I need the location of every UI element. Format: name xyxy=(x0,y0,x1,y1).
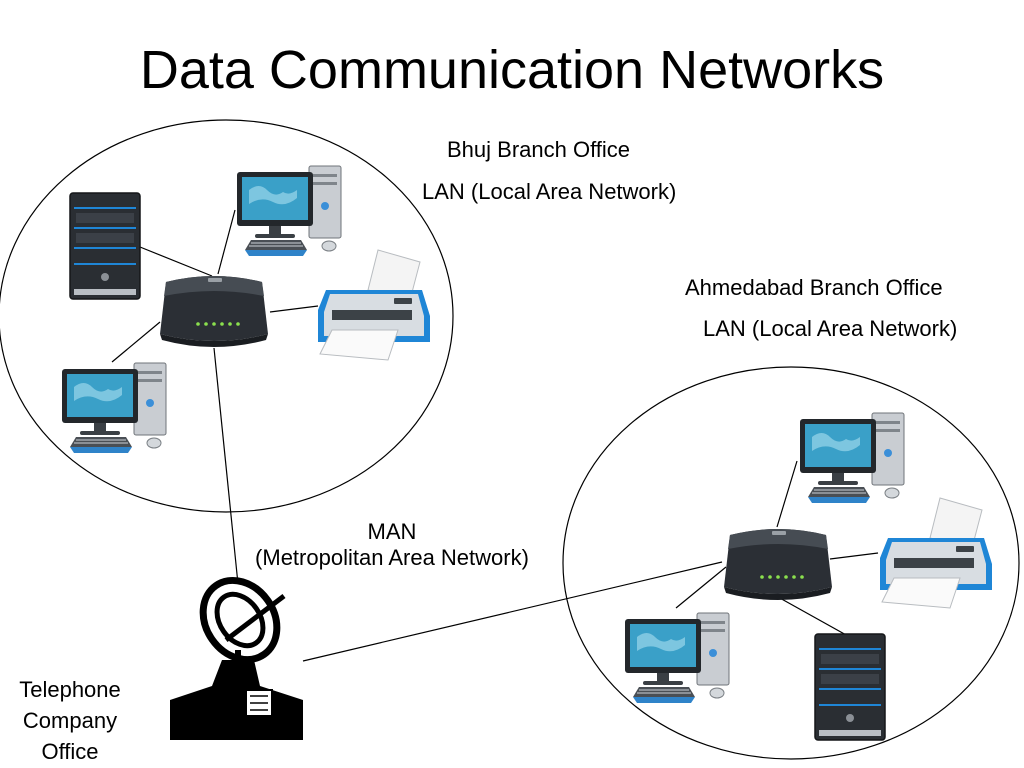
bhuj-office-label: Bhuj Branch Office xyxy=(447,137,631,162)
ahmedabad-desktop-bottom-link xyxy=(675,566,727,609)
bhuj-lan-boundary xyxy=(0,119,454,513)
bhuj-desktop-bottom-link xyxy=(111,321,161,363)
bhuj-desktop-icon xyxy=(61,362,167,454)
ahmedabad-desktop-top-link xyxy=(776,460,798,528)
page-title: Data Communication Networks xyxy=(139,40,885,100)
bhuj-router-icon xyxy=(160,276,268,347)
ahmedabad-server-link xyxy=(777,596,849,637)
ahmedabad-connections xyxy=(302,460,879,662)
ahmedabad-lan-boundary xyxy=(562,366,1020,760)
ahmedabad-router-icon xyxy=(724,529,832,600)
telephone-office-label: Telephone Company Office xyxy=(0,674,140,767)
man-link-ahmedabad xyxy=(302,561,723,662)
ahmedabad-lan-label: LAN (Local Area Network) xyxy=(703,316,958,341)
bhuj-connections xyxy=(111,209,319,585)
man-subtitle: (Metropolitan Area Network) xyxy=(255,545,529,570)
satellite-dish-icon xyxy=(170,576,303,740)
man-title: MAN xyxy=(367,519,417,544)
bhuj-server-link xyxy=(139,246,213,277)
ahmedabad-server-icon xyxy=(814,633,886,741)
ahmedabad-office-label: Ahmedabad Branch Office xyxy=(685,275,943,300)
ahmedabad-desktop-icon xyxy=(624,612,730,704)
telephone-line-3: Office xyxy=(41,739,99,764)
bhuj-printer-link xyxy=(269,305,319,313)
bhuj-desktop-top-link xyxy=(217,209,236,275)
telephone-line-2: Company xyxy=(22,708,118,733)
ahmedabad-printer-link xyxy=(829,552,879,560)
man-link-bhuj xyxy=(213,347,239,585)
bhuj-lan-label: LAN (Local Area Network) xyxy=(422,179,677,204)
man-label: MAN (Metropolitan Area Network) xyxy=(232,519,552,571)
bhuj-server-icon xyxy=(69,192,141,300)
ahmedabad-printer-icon xyxy=(879,497,993,609)
bhuj-printer-icon xyxy=(317,249,431,361)
ahmedabad-desktop-icon xyxy=(799,412,905,504)
bhuj-desktop-icon xyxy=(236,165,342,257)
telephone-line-1: Telephone xyxy=(19,677,121,702)
